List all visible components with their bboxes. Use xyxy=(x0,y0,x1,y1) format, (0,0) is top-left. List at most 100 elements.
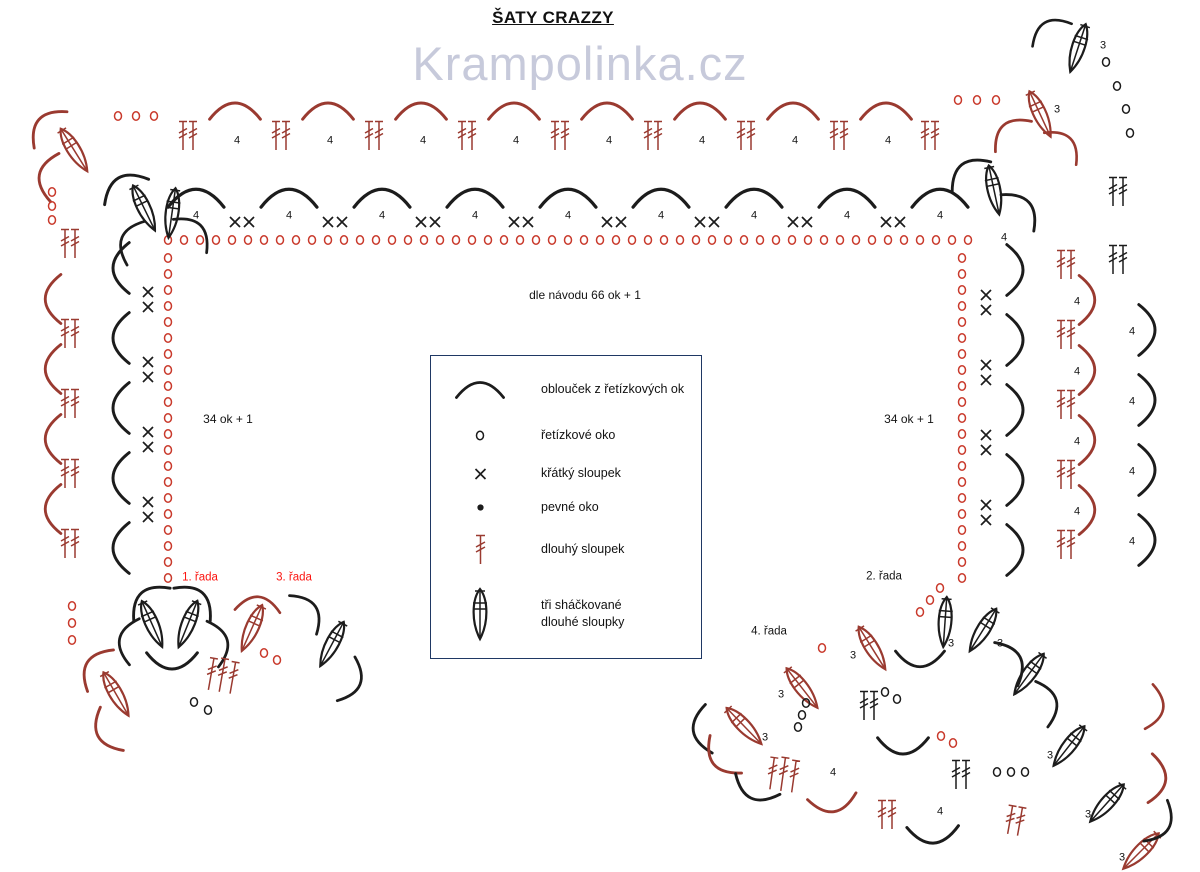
chain-arc-symbol xyxy=(981,105,1035,155)
count-label: 3 xyxy=(1099,39,1107,52)
cluster-legend-icon xyxy=(445,586,515,642)
chain-stitch-symbol xyxy=(953,95,963,106)
short-stitch-symbol xyxy=(980,289,993,301)
chain-stitch-symbol xyxy=(957,317,967,328)
chain-arc-symbol xyxy=(41,342,64,396)
long-stitch-pair-symbol xyxy=(550,119,571,153)
chain-arc-symbol xyxy=(904,823,963,849)
chain-stitch-symbol xyxy=(611,235,621,246)
count-label: 4 xyxy=(1128,325,1136,338)
chain-stitch-symbol xyxy=(1112,81,1122,92)
count-label: 4 xyxy=(1073,295,1081,308)
chain-arc-symbol xyxy=(875,735,931,759)
long-stitch-pair-symbol xyxy=(60,317,81,351)
chain-arc-symbol xyxy=(1077,483,1100,537)
chain-arc-symbol xyxy=(286,582,334,637)
legend-item-label: křátký sloupek xyxy=(541,466,621,481)
chain-stitch-symbol xyxy=(723,235,733,246)
chain-stitch-symbol xyxy=(771,235,781,246)
chain-arc-symbol xyxy=(537,184,599,210)
treble-cluster-symbol xyxy=(307,613,356,675)
short-stitch-symbol xyxy=(522,216,535,228)
count-label: 4 xyxy=(233,134,241,147)
chain-stitch-symbol xyxy=(948,738,958,749)
count-label: 4 xyxy=(936,209,944,222)
chain-arc-symbol xyxy=(1136,512,1160,568)
chain-stitch-symbol xyxy=(935,583,945,594)
chain-stitch-symbol xyxy=(595,235,605,246)
chain-stitch-symbol xyxy=(803,235,813,246)
chain-arc-symbol xyxy=(92,160,152,209)
chain-arc-symbol xyxy=(725,770,784,814)
row-label: 4. řada xyxy=(751,625,787,638)
long-stitch-pair-symbol xyxy=(60,387,81,421)
chain-stitch-symbol xyxy=(992,767,1002,778)
chain-stitch-symbol xyxy=(163,365,173,376)
legend-item: tři sháčkované dlouhé sloupky xyxy=(445,575,687,653)
dls-legend-icon xyxy=(445,533,515,566)
chain-stitch-symbol xyxy=(531,235,541,246)
long-stitch-pair-symbol xyxy=(1108,243,1129,277)
chain-stitch-symbol xyxy=(691,235,701,246)
chain-arc-symbol xyxy=(118,571,174,624)
chain-stitch-symbol xyxy=(163,253,173,264)
chain-arc-symbol xyxy=(144,650,200,674)
chain-stitch-symbol xyxy=(957,509,967,520)
count-label: 3 xyxy=(1084,808,1092,821)
chain-arc-symbol xyxy=(723,184,785,210)
long-stitch-pair-symbol xyxy=(178,119,199,153)
stitch-count-note: dle návodu 66 ok + 1 xyxy=(529,288,641,302)
chain-arc-symbol xyxy=(685,702,715,759)
chain-stitch-symbol xyxy=(339,235,349,246)
chain-stitch-symbol xyxy=(272,655,282,666)
count-label: 4 xyxy=(605,134,613,147)
legend-item-label: oblouček z řetízkových ok xyxy=(541,381,685,396)
legend-item: dlouhý sloupek xyxy=(445,523,687,575)
short-stitch-symbol xyxy=(980,514,993,526)
chain-arc-symbol xyxy=(393,98,449,122)
treble-cluster-symbol xyxy=(715,697,773,755)
chain-arc-symbol xyxy=(300,98,356,122)
chain-stitch-symbol xyxy=(47,187,57,198)
chain-stitch-symbol xyxy=(817,643,827,654)
short-stitch-symbol xyxy=(980,429,993,441)
short-stitch-symbol xyxy=(142,441,155,453)
chain-stitch-symbol xyxy=(957,445,967,456)
legend-item: křátký sloupek xyxy=(445,456,687,491)
count-label: 4 xyxy=(378,209,386,222)
short-stitch-symbol xyxy=(142,426,155,438)
count-label: 4 xyxy=(419,134,427,147)
treble-cluster-symbol xyxy=(129,593,176,655)
count-label: 4 xyxy=(657,209,665,222)
count-label: 4 xyxy=(829,766,837,779)
count-label: 3 xyxy=(947,637,955,650)
treble-cluster-symbol xyxy=(846,617,898,678)
long-stitch-pair-symbol xyxy=(60,527,81,561)
chain-stitch-symbol xyxy=(819,235,829,246)
count-label: 3 xyxy=(1046,749,1054,762)
long-stitch-triple-symbol xyxy=(763,753,802,797)
chain-arc-symbol xyxy=(1077,273,1100,327)
chain-stitch-symbol xyxy=(793,722,803,733)
count-label: 4 xyxy=(936,805,944,818)
chain-stitch-symbol xyxy=(355,235,365,246)
chain-arc-symbol xyxy=(108,450,132,506)
chain-arc-symbol xyxy=(204,614,238,670)
chain-stitch-symbol xyxy=(957,573,967,584)
chain-stitch-symbol xyxy=(957,269,967,280)
long-stitch-pair-symbol xyxy=(877,798,898,832)
chain-arc-symbol xyxy=(81,704,127,762)
chain-stitch-symbol xyxy=(163,493,173,504)
chain-stitch-symbol xyxy=(957,397,967,408)
chain-stitch-symbol xyxy=(787,235,797,246)
chain-stitch-symbol xyxy=(867,235,877,246)
count-label: 4 xyxy=(471,209,479,222)
chain-arc-symbol xyxy=(1136,302,1160,358)
chain-stitch-symbol xyxy=(627,235,637,246)
chain-stitch-symbol xyxy=(579,235,589,246)
legend-item: pevné oko xyxy=(445,491,687,523)
count-label: 3 xyxy=(777,688,785,701)
chain-stitch-symbol xyxy=(67,618,77,629)
chain-stitch-symbol xyxy=(435,235,445,246)
